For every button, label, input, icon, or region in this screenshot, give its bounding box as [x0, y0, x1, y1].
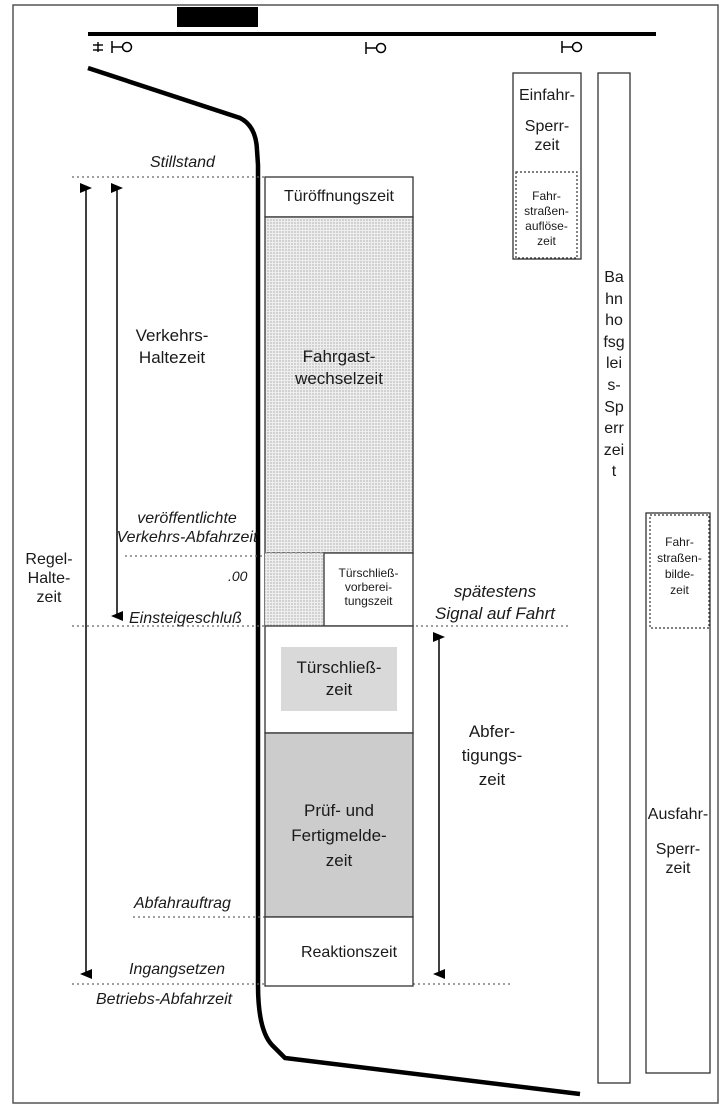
tueroeffnungszeit-label: Türöffnungszeit [284, 188, 394, 205]
fs-bilde-line2: straßen- [657, 551, 702, 565]
fahrgastwechselzeit-label: Fahrgast- wechselzeit [265, 346, 413, 390]
fs-aufloesezeit-box [515, 171, 578, 259]
fs-bilde-line3: bilde- [664, 567, 695, 581]
fs-bildezeit-box [649, 514, 710, 629]
verkehrs-haltezeit-label: Verkehrs- Haltezeit [112, 325, 232, 369]
regel-line1: Regel- [25, 551, 73, 568]
einfahr-sperrzeit-label: Einfahr- Sperr- zeit [510, 78, 584, 155]
abfertigungszeit-label: Abfer- tigungs- zeit [437, 720, 547, 792]
tuerschliess-vorb-box [323, 552, 414, 627]
einfahr-line3: zeit [534, 137, 560, 154]
main-signal-icon [111, 41, 133, 53]
ingangsetzen-label: Ingangsetzen [129, 961, 226, 978]
fs-aufloese-line2: straßen- [524, 204, 569, 218]
fs-aufloese-line1: Fahr- [532, 189, 561, 203]
einfahr-line1: Einfahr- [518, 87, 576, 104]
stillstand-label: Stillstand [150, 154, 215, 171]
abfertigung-line2: tigungs- [461, 746, 523, 765]
ausfahr-line2: Sperr- [655, 841, 701, 858]
ausfahr-sperrzeit-label: Ausfahr- Sperr- zeit [643, 805, 713, 878]
abfertigung-line3: zeit [478, 770, 506, 789]
regel-haltezeit-label: Regel- Halte- zeit [14, 550, 84, 607]
fs-bildezeit-label: Fahr- straßen- bilde- zeit [650, 534, 709, 598]
regel-line3: zeit [36, 589, 62, 606]
tuerschliesszeit-label: Türschließ- zeit [281, 657, 397, 701]
tuerschliess-vorb-line3: tungszeit [344, 594, 393, 608]
fs-bilde-line1: Fahr- [665, 535, 694, 549]
time-distance-curve [87, 65, 581, 1097]
train-block [177, 7, 258, 27]
pruef-fertigmeldezeit-label: Prüf- und Fertigmelde- zeit [265, 798, 413, 873]
outer-frame [12, 4, 719, 1104]
fahrgastwechsel-line1: Fahrgast- [302, 347, 376, 366]
ausfahr-line3: zeit [665, 860, 691, 877]
verkehrs-haltezeit-line2: Haltezeit [138, 348, 206, 367]
tuerschliess-vorb-line1: Türschließ- [338, 566, 399, 580]
fs-aufloese-line3: auflöse- [525, 219, 568, 233]
abfertigung-line1: Abfer- [468, 722, 516, 741]
pruef-line1: Prüf- und [304, 801, 374, 820]
tuerschliesszeit-label-bg [281, 647, 397, 711]
abfahrauftrag-label: Abfahrauftrag [134, 895, 231, 912]
tuerschliess-vorbereitungszeit-label: Türschließ- vorberei- tungszeit [324, 566, 413, 608]
spaetestens-line1: spätestens [453, 582, 537, 601]
einsteigeschluss-label: Einsteigeschluß [129, 610, 242, 627]
fahrgastwechsel-box [264, 216, 414, 554]
veroeffentlichte-abfahrzeit-label: veröffentlichte Verkehrs-Abfahrzeit [96, 509, 278, 547]
bahnhofsgleis-sperrzeit-label: Bahnhofsgleis-Sperrzeit [603, 269, 625, 481]
betriebs-abfahrzeit-label: Betriebs-Abfahrzeit [96, 991, 233, 1008]
ausfahr-line1: Ausfahr- [647, 806, 709, 823]
veroeffentlichte-line1: veröffentlichte [137, 510, 237, 527]
spaetestens-line2: Signal auf Fahrt [434, 604, 555, 623]
main-signal-icon [561, 41, 583, 53]
dot00-label: .00 [228, 568, 248, 584]
veroeffentlichte-line2: Verkehrs-Abfahrzeit [116, 529, 258, 546]
fs-bilde-line4: zeit [670, 583, 689, 597]
pruef-line3: zeit [325, 851, 353, 870]
fs-aufloese-line4: zeit [537, 234, 556, 248]
pruef-box [264, 732, 414, 918]
pruef-line2: Fertigmelde- [291, 826, 387, 845]
dotted-remainder [265, 553, 324, 626]
einfahr-line2: Sperr- [524, 118, 570, 135]
verkehrs-haltezeit-line1: Verkehrs- [135, 326, 209, 345]
bahnhofsgleis-sperrzeit-box [597, 72, 631, 1084]
platform-sign-icon [93, 42, 103, 52]
fahrgastwechsel-line2: wechselzeit [295, 369, 383, 388]
regel-line2: Halte- [27, 570, 71, 587]
main-signal-icon [365, 42, 387, 54]
fs-aufloesezeit-label: Fahr- straßen- auflöse- zeit [516, 189, 577, 249]
reaktion-box [264, 916, 414, 987]
reaktionszeit-label: Reaktionszeit [300, 944, 398, 961]
spaetestens-signal-label: spätestens Signal auf Fahrt [420, 581, 570, 625]
tuerschliesszeit-line1: Türschließ- [296, 658, 382, 677]
tuerschliess-vorb-line2: vorberei- [344, 580, 393, 594]
tuerschliesszeit-line2: zeit [325, 680, 353, 699]
